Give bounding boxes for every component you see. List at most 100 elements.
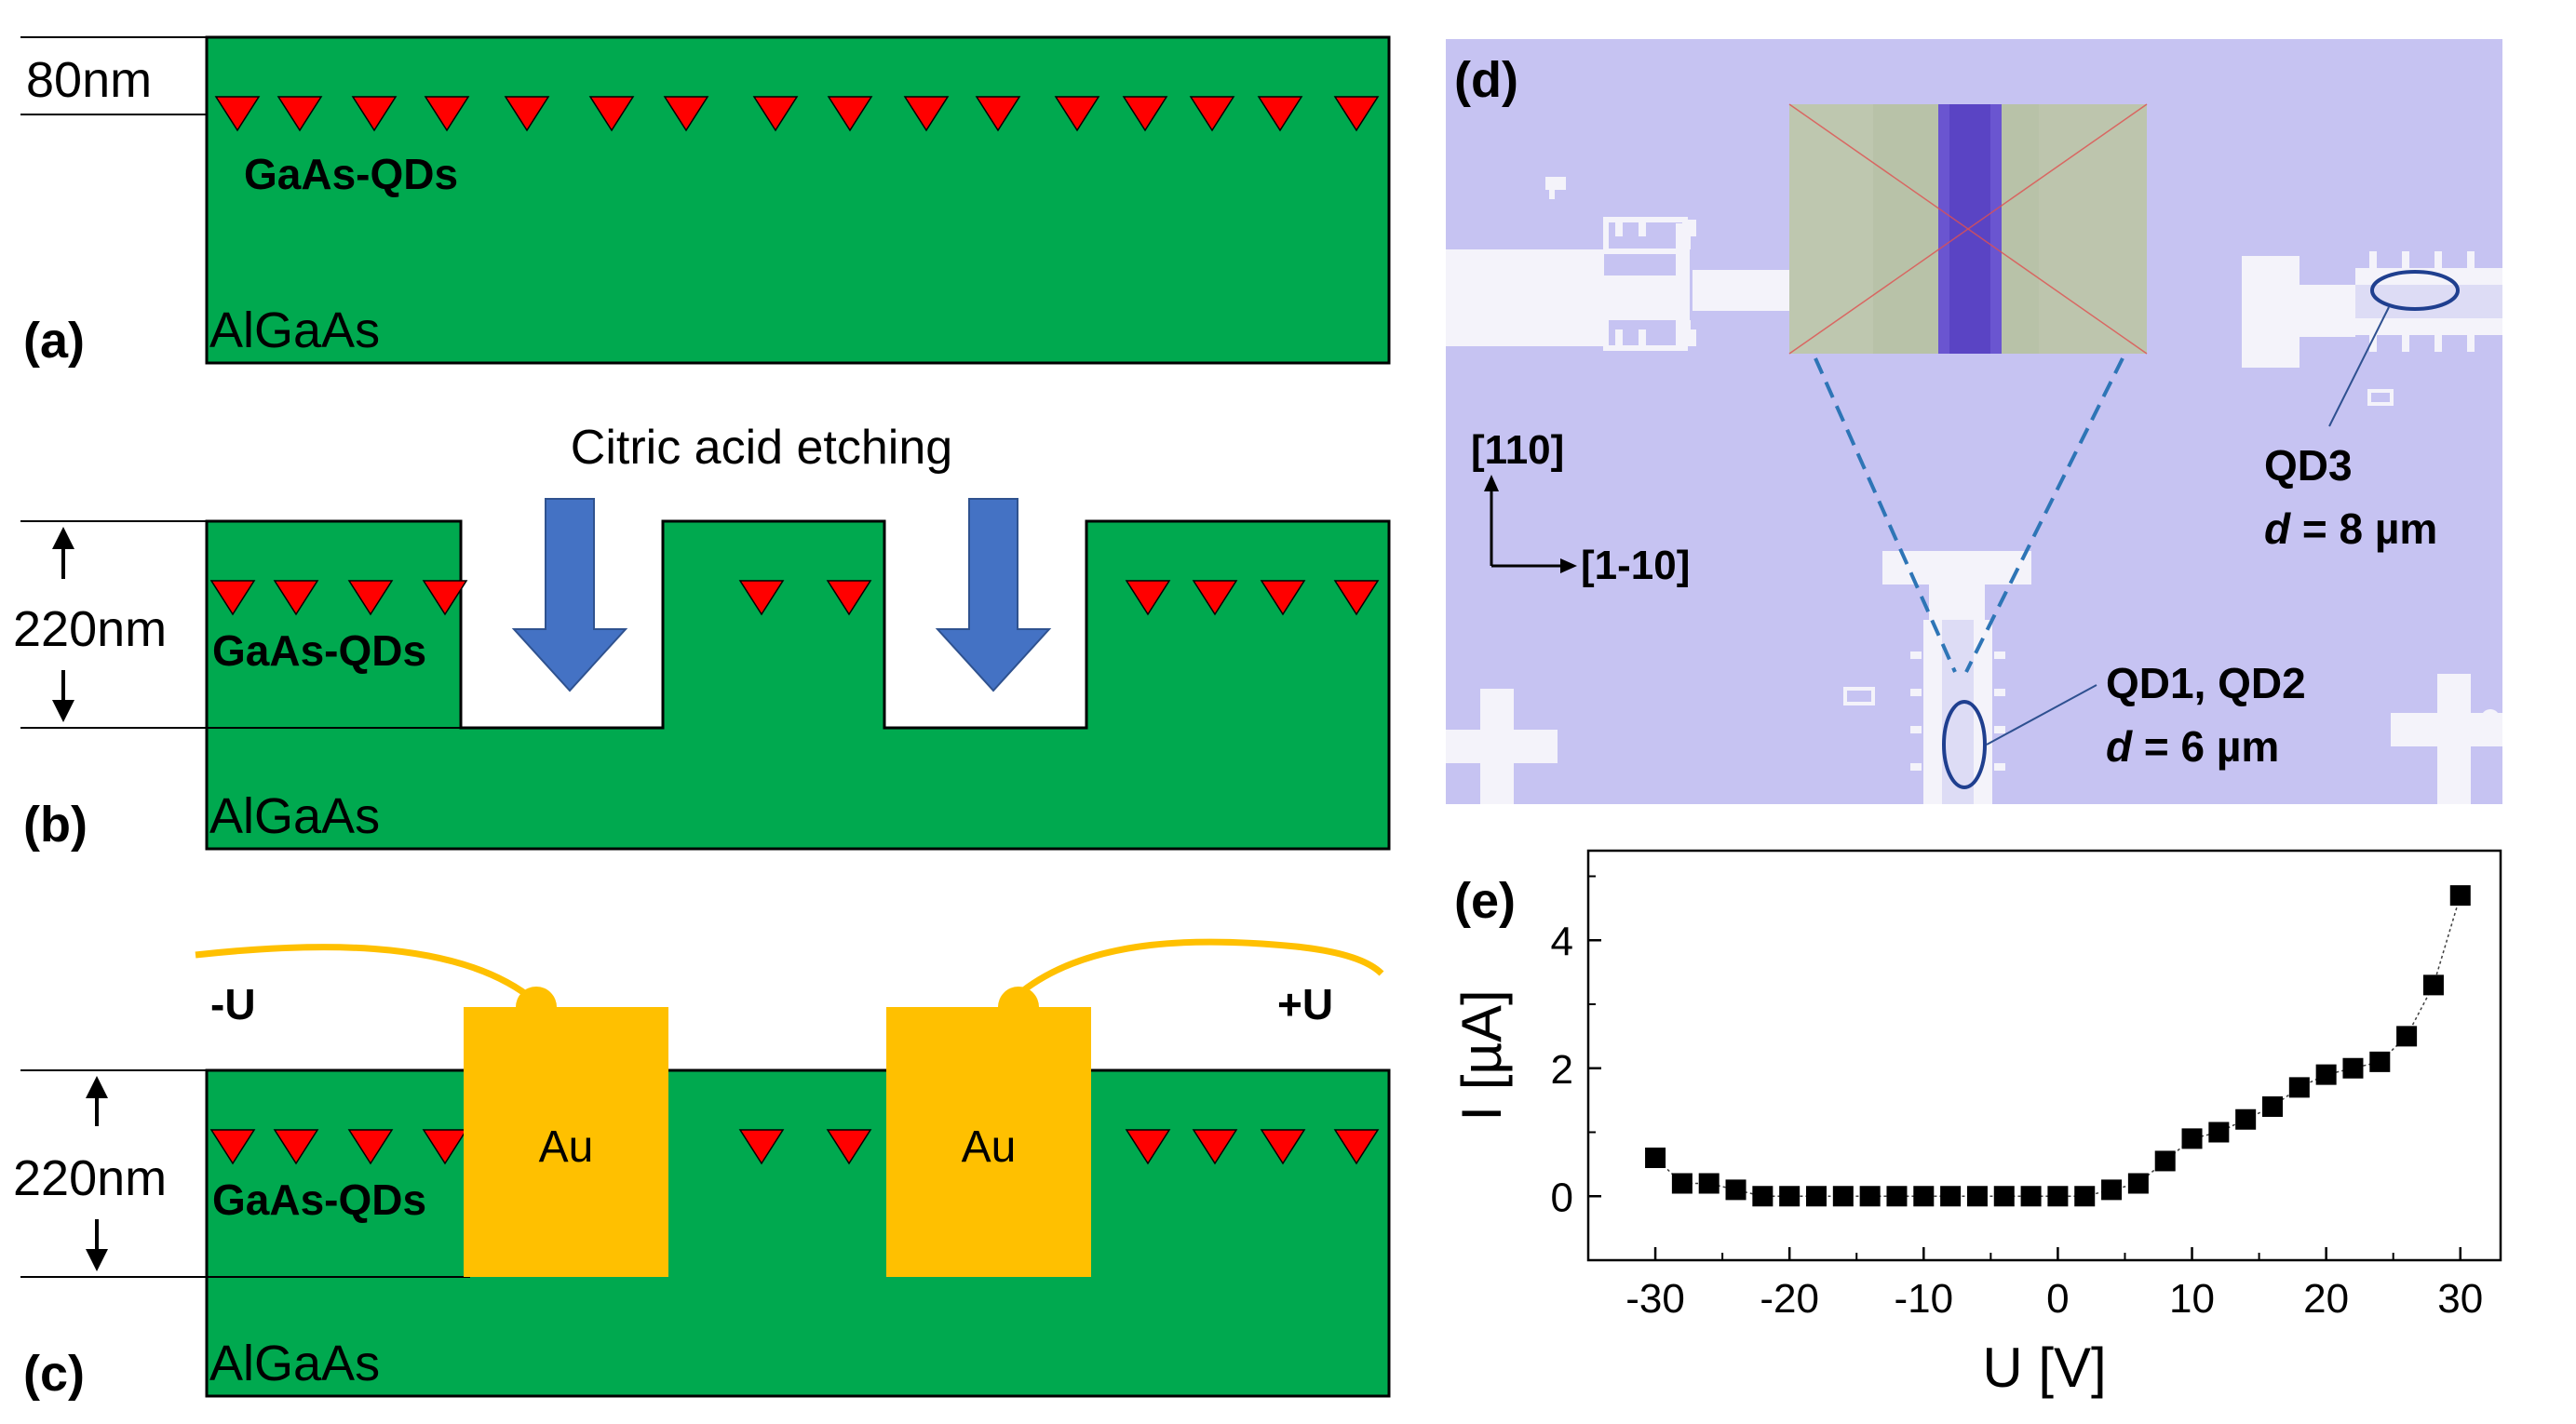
- qd-label: GaAs-QDs: [244, 150, 458, 198]
- quantum-dot-triangle: [424, 96, 470, 132]
- etched-algaas-layer: [205, 519, 1391, 851]
- data-point: [1752, 1186, 1774, 1207]
- data-point: [1671, 1173, 1693, 1194]
- data-point: [2342, 1057, 2364, 1079]
- x-tick-label: 30: [2437, 1276, 2483, 1322]
- y-tick-label: 4: [1551, 919, 1573, 964]
- panel-d: QD1, QD2 d = 6 µm QD3 d = 8 µm [110] [1-…: [1446, 39, 2502, 804]
- quantum-dot-triangle: [1125, 1129, 1171, 1165]
- quantum-dot-triangle: [975, 96, 1021, 132]
- panel-label: (a): [23, 313, 85, 369]
- bias-label-left: -U: [210, 980, 256, 1028]
- data-point: [2020, 1186, 2042, 1207]
- data-point: [1698, 1173, 1720, 1194]
- thickness-arrow-up: [52, 527, 74, 579]
- quantum-dot-triangle: [347, 580, 394, 616]
- quantum-dot-triangle: [422, 580, 468, 616]
- data-point: [2288, 1077, 2310, 1098]
- panel-label: (d): [1454, 52, 1518, 108]
- quantum-dot-triangle: [826, 1129, 872, 1165]
- x-tick-label: -30: [1625, 1276, 1685, 1322]
- quantum-dot-triangle: [422, 1129, 468, 1165]
- qd3-label: QD3: [2264, 441, 2353, 490]
- bond-wire-left: [195, 944, 538, 1004]
- quantum-dot-triangle: [752, 96, 799, 132]
- quantum-dot-triangle: [1054, 96, 1100, 132]
- quantum-dot-triangle: [1333, 1129, 1380, 1165]
- data-point: [1913, 1186, 1935, 1207]
- quantum-dot-triangle: [1257, 96, 1303, 132]
- qd3-marker-ellipse: [2370, 270, 2460, 311]
- x-tick-label: -20: [1760, 1276, 1819, 1322]
- algaas-layer: [205, 1068, 1391, 1398]
- gold-electrode-right: [886, 1007, 1091, 1277]
- substrate-label: AlGaAs: [209, 788, 380, 844]
- axis-label-110: [110]: [1471, 427, 1564, 473]
- quantum-dot-triangle: [588, 96, 635, 132]
- zoom-line-right: [1964, 357, 2124, 673]
- wire-bond-left: [516, 987, 557, 1028]
- data-point: [1993, 1186, 2015, 1207]
- etch-arrow-right: [935, 498, 1052, 692]
- thickness-arrow-down: [86, 1219, 108, 1271]
- panel-label: (b): [23, 797, 88, 853]
- series-line: [1654, 894, 2461, 1197]
- data-point: [2101, 1179, 2123, 1201]
- substrate-label: AlGaAs: [209, 1336, 380, 1391]
- panel-a: 80nm GaAs-QDs AlGaAs (a): [20, 35, 1391, 369]
- quantum-dot-triangle: [1333, 580, 1380, 616]
- quantum-dot-triangle: [209, 1129, 256, 1165]
- quantum-dot-triangle: [738, 1129, 785, 1165]
- crystal-axis-arrows: [1484, 475, 1577, 573]
- panel-c: 220nm Au Au -U +U GaAs-QDs AlGaAs (c): [13, 938, 1391, 1402]
- data-point: [2262, 1096, 2283, 1117]
- plot-frame: [1586, 849, 2502, 1262]
- etching-label: Citric acid etching: [571, 421, 952, 475]
- quantum-dot-triangle: [1192, 1129, 1238, 1165]
- thickness-label: 220nm: [13, 1150, 167, 1206]
- bias-label-right: +U: [1277, 980, 1333, 1028]
- thickness-arrow-down: [52, 670, 74, 722]
- substrate-label: AlGaAs: [209, 302, 380, 358]
- data-point: [2127, 1173, 2149, 1194]
- quantum-dot-triangle: [504, 96, 550, 132]
- x-tick-label: -10: [1894, 1276, 1953, 1322]
- data-point: [1725, 1179, 1747, 1201]
- quantum-dot-triangle: [1122, 96, 1168, 132]
- electrode-label-left: Au: [539, 1122, 594, 1172]
- y-tick-label: 0: [1551, 1175, 1573, 1220]
- x-tick-label: 0: [2046, 1276, 2069, 1322]
- x-axis-label: U [V]: [1982, 1337, 2106, 1399]
- zoom-line-left: [1814, 357, 1957, 673]
- panel-label: (c): [23, 1346, 85, 1402]
- data-point: [2154, 1150, 2176, 1172]
- quantum-dot-triangle: [903, 96, 950, 132]
- x-tick-label: 20: [2303, 1276, 2349, 1322]
- data-point: [1645, 1148, 1666, 1168]
- wire-bond-right: [998, 987, 1039, 1028]
- data-point: [1806, 1186, 1827, 1207]
- device-pad-right: [2242, 251, 2502, 406]
- qd12-leader-line: [1986, 684, 2097, 746]
- data-point: [1940, 1186, 1962, 1207]
- etch-arrow-left: [511, 498, 628, 692]
- data-point: [1859, 1186, 1881, 1207]
- quantum-dot-triangle: [273, 580, 319, 616]
- quantum-dot-triangle: [214, 96, 261, 132]
- quantum-dot-triangle: [276, 96, 323, 132]
- quantum-dot-triangle: [1192, 580, 1238, 616]
- alignment-cross-right: [2391, 674, 2502, 804]
- quantum-dot-row: [214, 96, 1380, 132]
- panel-label: (e): [1454, 873, 1516, 929]
- data-point: [2208, 1122, 2230, 1143]
- y-axis-label: I [µA]: [1450, 989, 1513, 1121]
- data-point: [1832, 1186, 1854, 1207]
- panel-b: 220nm GaAs-QDs AlGaAs Citric acid etchin…: [13, 421, 1391, 853]
- data-point: [2315, 1064, 2337, 1085]
- qd12-label: QD1, QD2: [2106, 659, 2306, 707]
- data-point: [2181, 1128, 2203, 1149]
- quantum-dot-row: [209, 580, 1380, 616]
- quantum-dot-triangle: [738, 580, 785, 616]
- quantum-dot-triangle: [1260, 580, 1306, 616]
